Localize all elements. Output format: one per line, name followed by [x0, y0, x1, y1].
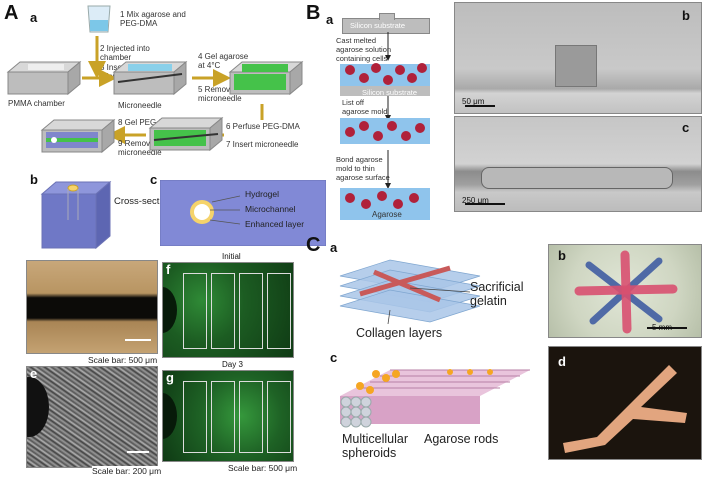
collagen-layers-diagram	[339, 259, 481, 325]
pmma-label: PMMA chamber	[8, 99, 65, 108]
scale-label-Cb: 5 mm	[652, 323, 672, 332]
step-2: 2 Injected into chamber	[100, 44, 150, 62]
micrograph-d	[26, 260, 158, 354]
multicellular-spheroids-label: Multicellular spheroids	[342, 432, 408, 460]
scale-bar-Bc	[465, 203, 505, 205]
panel-B-sub-c: c	[682, 120, 690, 135]
bond-text: Bond agarose mold to thin agarose surfac…	[336, 155, 390, 182]
panel-C-sub-a: a	[330, 240, 338, 255]
step-5: 5 Remove microneedle	[198, 85, 242, 103]
scale-bar-e	[127, 451, 149, 453]
panel-A-sub-e: e	[30, 366, 38, 381]
panel-B-arrows	[385, 32, 391, 189]
legend-enhanced: Enhanced layer	[245, 219, 305, 229]
panel-C-sub-c: c	[330, 350, 338, 365]
micrograph-Bc	[454, 116, 702, 212]
bioprint-diagram	[340, 369, 530, 428]
silicon-top-label: Silicon substrate	[350, 21, 406, 30]
micrograph-Bb	[454, 2, 702, 114]
micrograph-f	[162, 262, 294, 358]
step-1: 1 Mix agarose and PEG-DMA	[120, 10, 186, 28]
step-7: 7 Insert microneedle	[226, 140, 299, 149]
panel-A-sub-f: f	[166, 262, 171, 277]
silicon-bottom-label: Silicon substrate	[362, 88, 418, 97]
green-chamber-2	[148, 116, 224, 152]
beaker-icon	[87, 5, 111, 33]
lift-text: List off agarose mold	[342, 98, 388, 116]
scale-bar-Bb	[465, 105, 495, 107]
green-chamber	[228, 60, 304, 96]
microneedle-label: Microneedle	[118, 101, 162, 110]
label-day3: Day 3	[222, 360, 243, 369]
agarose-label: Agarose	[372, 210, 402, 219]
legend-hydrogel: Hydrogel	[245, 189, 280, 199]
cast-cells-diagram	[340, 63, 430, 96]
hydrogel-block	[40, 180, 112, 250]
legend-microchannel: Microchannel	[245, 204, 296, 214]
sacrificial-gelatin-label: Sacrificial gelatin	[470, 280, 524, 308]
micrograph-g	[162, 370, 294, 462]
panel-C-sub-d: d	[558, 354, 566, 369]
scale-label-Bc: 250 μm	[462, 196, 489, 205]
cross-section-label: Cross-section	[114, 196, 173, 207]
step-8: 8 Gel PEG-DMA	[118, 118, 177, 127]
cast-text: Cast melted agarose solution containing …	[336, 36, 392, 63]
cross-section-view	[160, 180, 326, 246]
panel-C-label: C	[306, 234, 321, 256]
step-4: 4 Gel agarose at 4°C	[198, 52, 249, 70]
panel-B-sub-a: a	[326, 12, 334, 27]
panel-A-sub-a: a	[30, 10, 38, 25]
photo-Cb	[548, 244, 702, 338]
panel-A-sub-g: g	[166, 370, 174, 385]
panel-C-sub-b: b	[558, 248, 566, 263]
needle-chamber	[112, 60, 188, 96]
bonded-diagram	[340, 188, 430, 220]
scale-label-g: Scale bar: 500 μm	[228, 463, 298, 473]
pmma-chamber	[6, 60, 82, 96]
scale-label-Bb: 50 μm	[462, 97, 485, 106]
panel-A-sub-c: c	[150, 172, 158, 187]
photo-Cd	[548, 346, 702, 460]
agarose-rods-label: Agarose rods	[424, 432, 499, 446]
scale-label-e: Scale bar: 200 μm	[92, 466, 162, 476]
scale-label-d: Scale bar: 500 μm	[88, 355, 158, 365]
panel-B-label: B	[306, 2, 321, 24]
blue-chamber	[40, 118, 116, 154]
silicon-substrate-top	[342, 13, 430, 34]
collagen-layers-label: Collagen layers	[356, 326, 443, 340]
panel-A-sub-b: b	[30, 172, 38, 187]
label-initial: Initial	[222, 252, 241, 261]
channel-opening	[27, 377, 49, 437]
panel-B-sub-b: b	[682, 8, 690, 23]
step-9: 9 Remove microneedle	[118, 139, 162, 157]
panel-A-label: A	[4, 2, 19, 24]
mold-diagram	[340, 118, 430, 144]
scale-bar-d	[125, 339, 151, 341]
step-6: 6 Perfuse PEG-DMA	[226, 122, 300, 131]
micrograph-e	[26, 366, 158, 468]
